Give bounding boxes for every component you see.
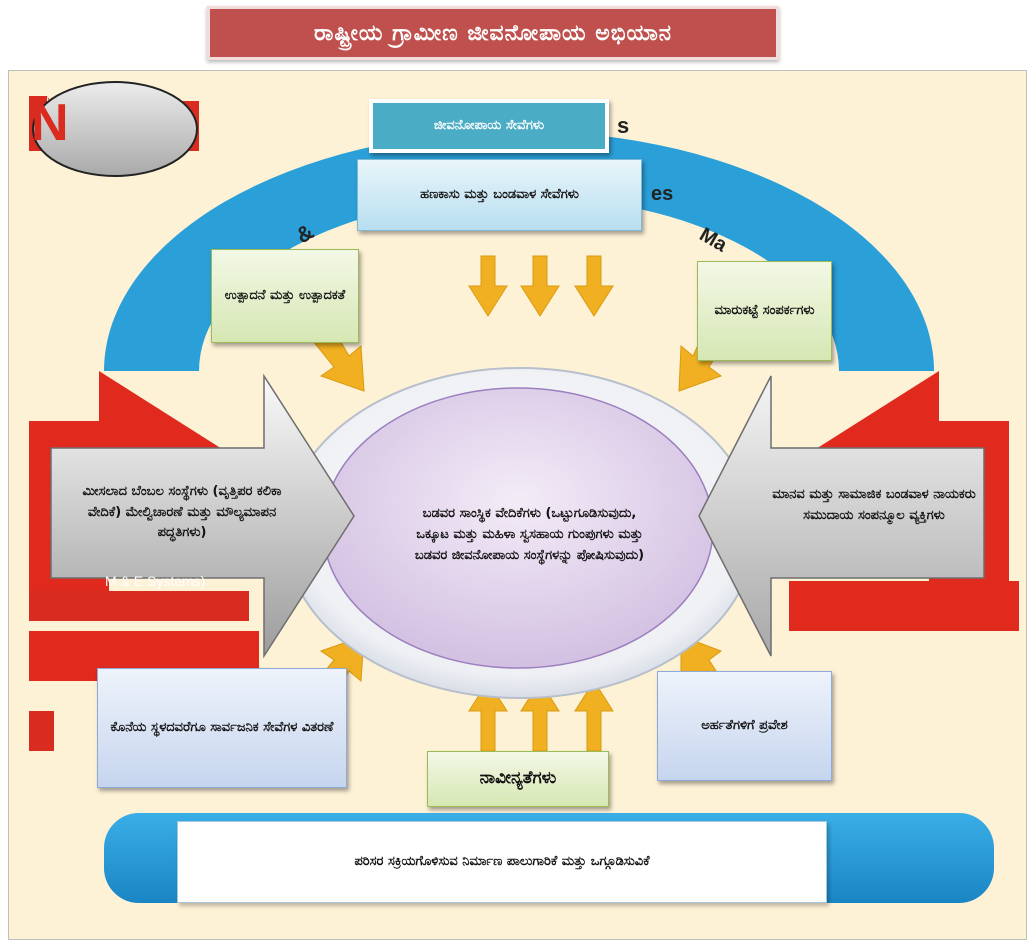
market-linkages-box: ಮಾರುಕಟ್ಟೆ ಸಂಪರ್ಕಗಳು [697,261,832,361]
top-orange-arrows [468,255,614,317]
innovations-box: ನಾವೀನ್ಯತೆಗಳು [427,751,609,807]
logo-fragment: N [31,94,69,152]
page-title: ರಾಷ್ಟ್ರೀಯ ಗ್ರಾಮೀಣ ಜೀವನೋಪಾಯ ಅಭಿಯಾನ [207,6,779,60]
arc-fragment-s: s [617,113,630,138]
services-arc [104,131,934,371]
diagram-canvas: N M & E Systems) s es Ma & ಜೀವನೋಪಾಯ ಸೇವೆ… [8,70,1027,940]
last-mile-delivery-box: ಕೊನೆಯ ಸ್ಥಳದವರೆಗೂ ಸಾರ್ವಜನಿಕ ಸೇವೆಗಳ ವಿತರಣೆ [97,668,347,788]
human-social-capital-text: ಮಾನವ ಮತ್ತು ಸಾಮಾಜಿಕ ಬಂಡವಾಳ ನಾಯಕರು ಸಮುದಾಯ … [772,487,976,523]
finance-capital-box: ಹಣಕಾಸು ಮತ್ತು ಬಂಡವಾಳ ಸೇವೆಗಳು [357,159,642,231]
institutional-platforms-text: ಬಡವರ ಸಾಂಸ್ಥಿಕ ವೇದಿಕೆಗಳು (ಒಟ್ಟುಗೂಡಿಸುವುದು… [414,506,645,563]
enabling-environment-box: ಪರಿಸರ ಸಕ್ರಿಯಗೊಳಿಸುವ ನಿರ್ಮಾಣ ಪಾಲುಗಾರಿಕೆ ಮ… [177,821,827,903]
entitlements-box: ಅರ್ಹತೆಗಳಿಗೆ ಪ್ರವೇಶ [657,671,832,781]
top-left-oval [32,81,198,177]
support-institutions-text: ಮೀಸಲಾದ ಬೆಂಬಲ ಸಂಸ್ಥೆಗಳು (ವೃತ್ತಿಪರ ಕಲಿಕಾ ವ… [82,483,282,541]
me-systems-fragment: M & E Systems) [105,573,206,589]
arc-fragment-es: es [651,183,674,205]
livelihood-services-tab: ಜೀವನೋಪಾಯ ಸೇವೆಗಳು [369,99,609,153]
left-gray-arrow [50,373,355,659]
production-box: ಉತ್ಪಾದನೆ ಮತ್ತು ಉತ್ಪಾದಕತೆ [211,249,359,343]
right-gray-arrow [698,375,985,657]
